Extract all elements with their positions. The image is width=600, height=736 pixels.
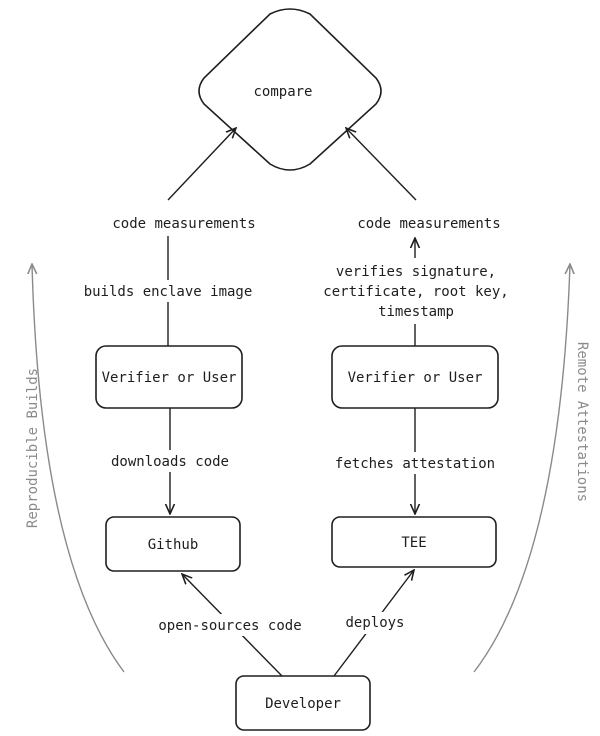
verifier-left-node: Verifier or User	[95, 345, 243, 409]
github-box	[105, 516, 241, 572]
developer-node: Developer	[235, 675, 371, 731]
reproducible-builds-label: Reproducible Builds	[25, 368, 41, 528]
builds-label-bg	[88, 280, 258, 302]
remote-attestations-arrow	[473, 264, 570, 673]
verifier-left-label: Verifier or User	[102, 370, 237, 386]
arrow-left-to-compare	[167, 128, 236, 201]
reproducible-builds-arrow	[32, 264, 125, 673]
tee-box	[331, 516, 497, 568]
developer-label: Developer	[265, 696, 341, 712]
github-node: Github	[105, 516, 241, 572]
verifies-line3-label: timestamp	[378, 304, 454, 320]
downloads-code-label: downloads code	[111, 454, 229, 470]
github-label: Github	[148, 537, 199, 553]
verifier-left-box	[95, 345, 243, 409]
tee-label: TEE	[401, 535, 426, 551]
verifier-right-node: Verifier or User	[331, 345, 499, 409]
verifies-line1-label: verifies signature,	[336, 264, 496, 280]
compare-node: compare	[198, 8, 382, 171]
downloads-label-bg	[104, 450, 236, 472]
verifies-label-bg	[326, 258, 506, 324]
open-sources-label-bg	[152, 614, 308, 636]
arrow-right-to-compare	[346, 128, 417, 201]
remote-attestations-label: Remote Attestations	[574, 342, 590, 502]
deploys-label: deploys	[345, 615, 404, 631]
code-measurements-right-label: code measurements	[357, 216, 500, 232]
compare-diamond	[198, 8, 382, 171]
builds-enclave-image-label: builds enclave image	[84, 284, 253, 300]
code-measurements-left-label: code measurements	[112, 216, 255, 232]
compare-label: compare	[253, 84, 312, 100]
verifies-line2-label: certificate, root key,	[323, 284, 508, 300]
open-sources-code-label: open-sources code	[158, 618, 301, 634]
fetches-attestation-label: fetches attestation	[335, 456, 495, 472]
deploys-label-bg	[342, 612, 406, 634]
developer-box	[235, 675, 371, 731]
tee-node: TEE	[331, 516, 497, 568]
verifier-right-label: Verifier or User	[348, 370, 483, 386]
fetches-label-bg	[326, 452, 504, 474]
